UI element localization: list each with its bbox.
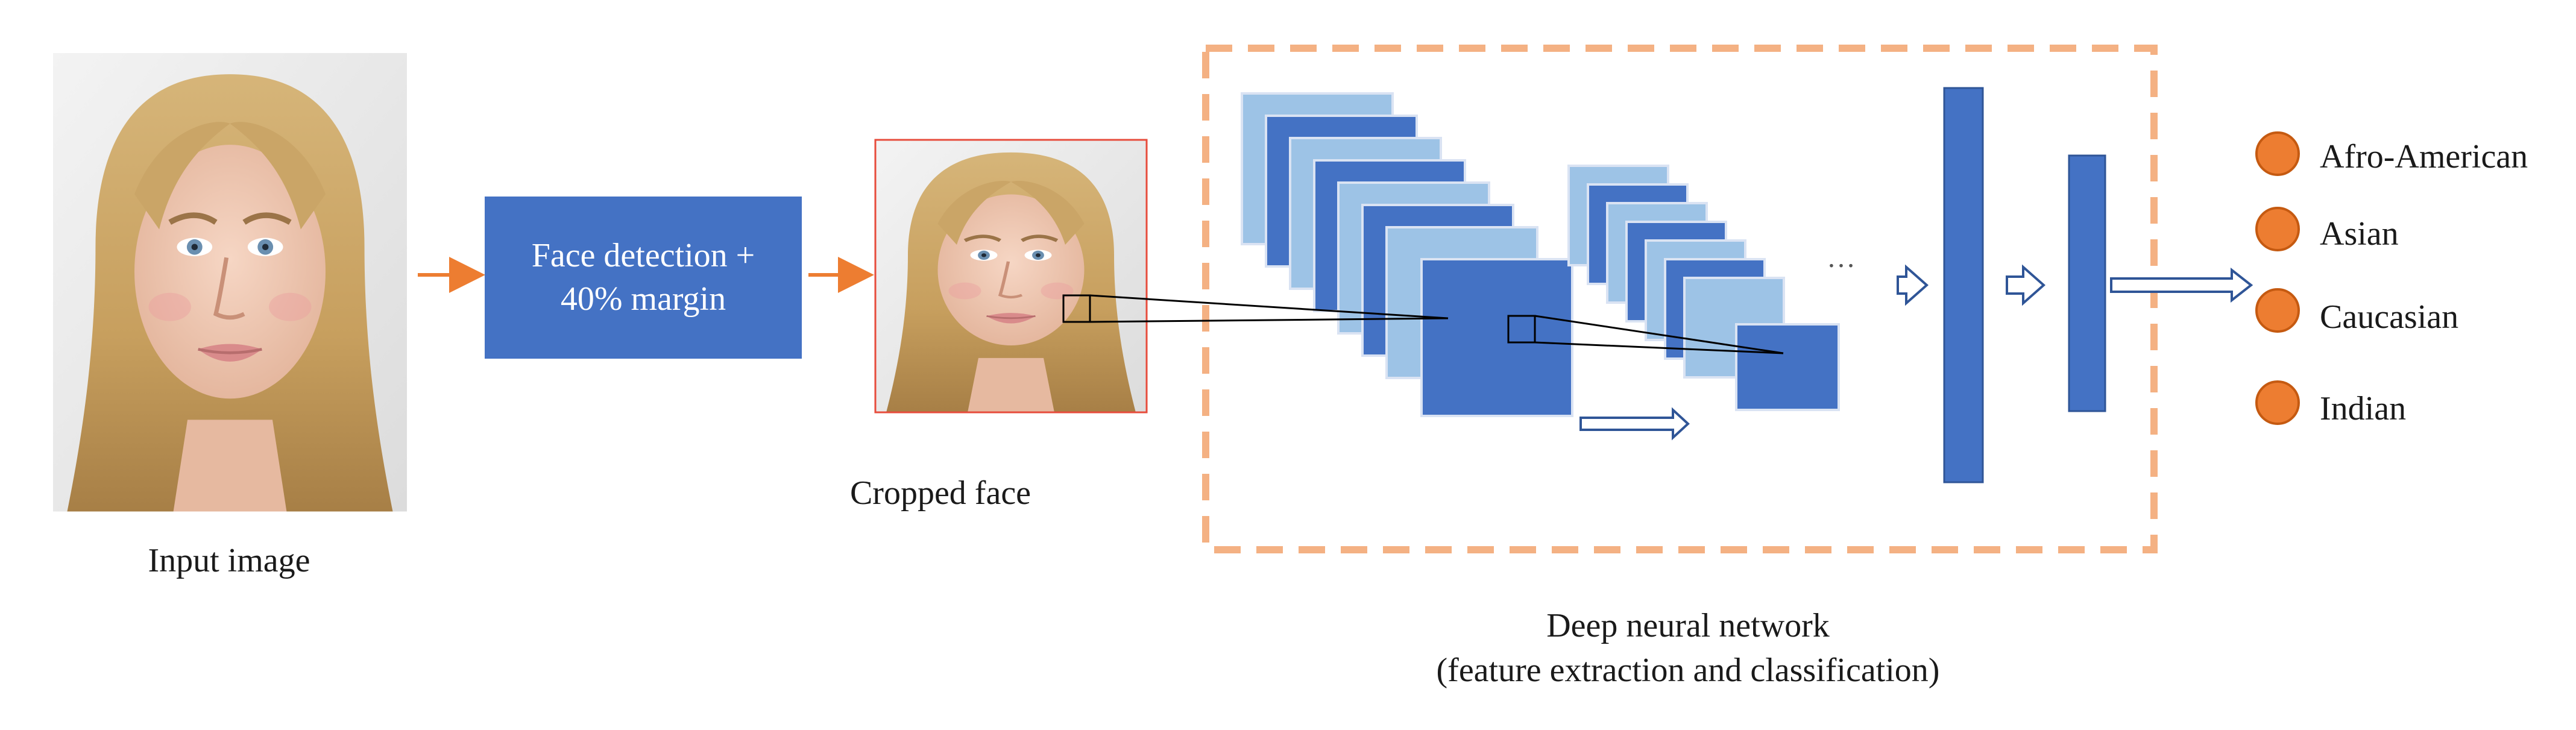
dnn-label-line1: Deep neural network xyxy=(1546,607,1830,644)
conv-stack-2 xyxy=(1567,165,1840,411)
dnn-container xyxy=(1202,45,2158,553)
face-detection-box xyxy=(485,197,802,359)
output-label-asian: Asian xyxy=(2320,215,2399,253)
hollow-arrow-to-fc2 xyxy=(2006,264,2046,306)
input-image-label: Input image xyxy=(148,542,310,579)
output-circle-indian xyxy=(2255,380,2300,425)
output-circle-caucasian xyxy=(2255,288,2300,333)
ellipsis-label: … xyxy=(1827,242,1856,274)
fc-layer-1 xyxy=(1943,87,1984,483)
dnn-label-line2: (feature extraction and classification) xyxy=(1436,652,1940,689)
output-circle-afro-american xyxy=(2255,131,2300,176)
hollow-arrow-small xyxy=(1579,407,1690,441)
output-label-caucasian: Caucasian xyxy=(2320,298,2459,336)
output-circle-asian xyxy=(2255,207,2300,251)
cropped-face-image xyxy=(875,140,1147,412)
cropped-face-label: Cropped face xyxy=(849,474,1031,512)
conv-stack-1 xyxy=(1241,92,1573,417)
fc-layer-2 xyxy=(2068,154,2106,412)
receptive-field-lines xyxy=(1062,294,1784,354)
output-label-indian: Indian xyxy=(2320,390,2407,427)
hollow-arrow-to-fc1 xyxy=(1897,264,1929,306)
input-face-image xyxy=(53,53,407,512)
output-label-afro-american: Afro-American xyxy=(2320,138,2528,175)
face-detection-label-line1: Face detection + xyxy=(531,237,755,274)
face-detection-label-line2: 40% margin xyxy=(560,280,726,318)
output-circles xyxy=(2255,131,2300,425)
output-arrow xyxy=(2110,267,2253,303)
